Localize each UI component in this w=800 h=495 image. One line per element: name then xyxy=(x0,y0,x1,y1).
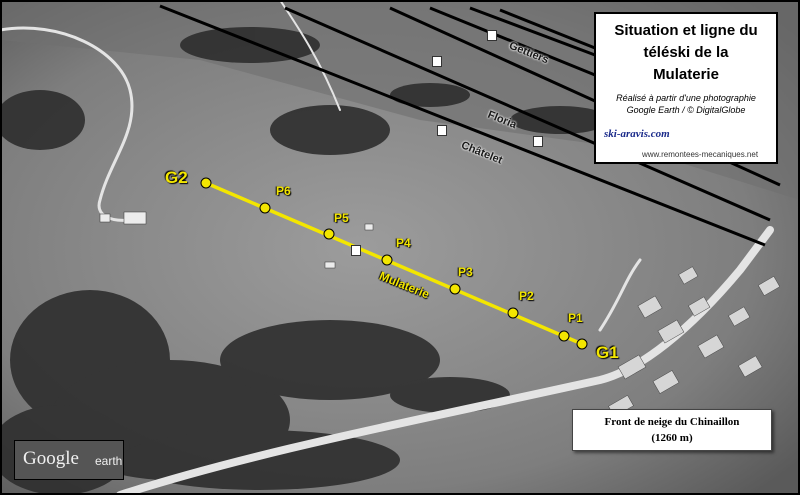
label-g1: G1 xyxy=(596,343,619,362)
snow-front-name: Front de neige du Chinaillon xyxy=(604,416,740,428)
snow-front-altitude: (1260 m) xyxy=(651,432,693,444)
ski-lift-icon xyxy=(487,30,497,41)
ski-lift-icon xyxy=(432,56,442,67)
credit-line-1: Réalisé à partir d'une photographie xyxy=(616,93,756,103)
google-word: Google xyxy=(23,448,79,469)
pylon-p5[interactable] xyxy=(323,228,335,240)
pylon-p1[interactable] xyxy=(558,330,570,342)
title-line-3: Mulaterie xyxy=(653,66,719,83)
remontees-mecaniques-logo: www.remontees-mecaniques.net xyxy=(642,150,759,159)
pylon-p3[interactable] xyxy=(449,283,461,295)
label-p2: P2 xyxy=(519,289,534,303)
station-g2[interactable] xyxy=(200,177,212,189)
other-lift-lines xyxy=(159,4,781,247)
google-earth-watermark: Google earth xyxy=(14,440,124,480)
label-g2: G2 xyxy=(165,168,188,187)
ski-aravis-logo: ski-aravis.com xyxy=(604,128,670,140)
credit-text: Réalisé à partir d'une photographie Goog… xyxy=(596,92,776,116)
label-p5: P5 xyxy=(334,211,349,225)
pylon-p6[interactable] xyxy=(259,202,271,214)
pylon-p4[interactable] xyxy=(381,254,393,266)
ski-lift-icon xyxy=(533,136,543,147)
station-g1[interactable] xyxy=(576,338,588,350)
credit-line-2: Google Earth / © DigitalGlobe xyxy=(626,105,746,115)
lift-stations xyxy=(200,177,588,350)
snow-front-callout: Front de neige du Chinaillon (1260 m) xyxy=(572,409,772,451)
ski-lift-icon xyxy=(351,245,361,256)
ski-lift-icon xyxy=(437,125,447,136)
label-p3: P3 xyxy=(458,265,473,279)
title-panel: Situation et ligne du téléski de la Mula… xyxy=(594,12,778,164)
map-title: Situation et ligne du téléski de la Mula… xyxy=(596,20,776,86)
label-p1: P1 xyxy=(568,311,583,325)
earth-word: earth xyxy=(95,454,123,468)
chalets xyxy=(99,211,374,269)
pylon-p2[interactable] xyxy=(507,307,519,319)
label-p6: P6 xyxy=(276,184,291,198)
label-p4: P4 xyxy=(396,236,411,250)
title-line-2: téléski de la xyxy=(643,44,729,61)
title-line-1: Situation et ligne du xyxy=(614,22,758,39)
